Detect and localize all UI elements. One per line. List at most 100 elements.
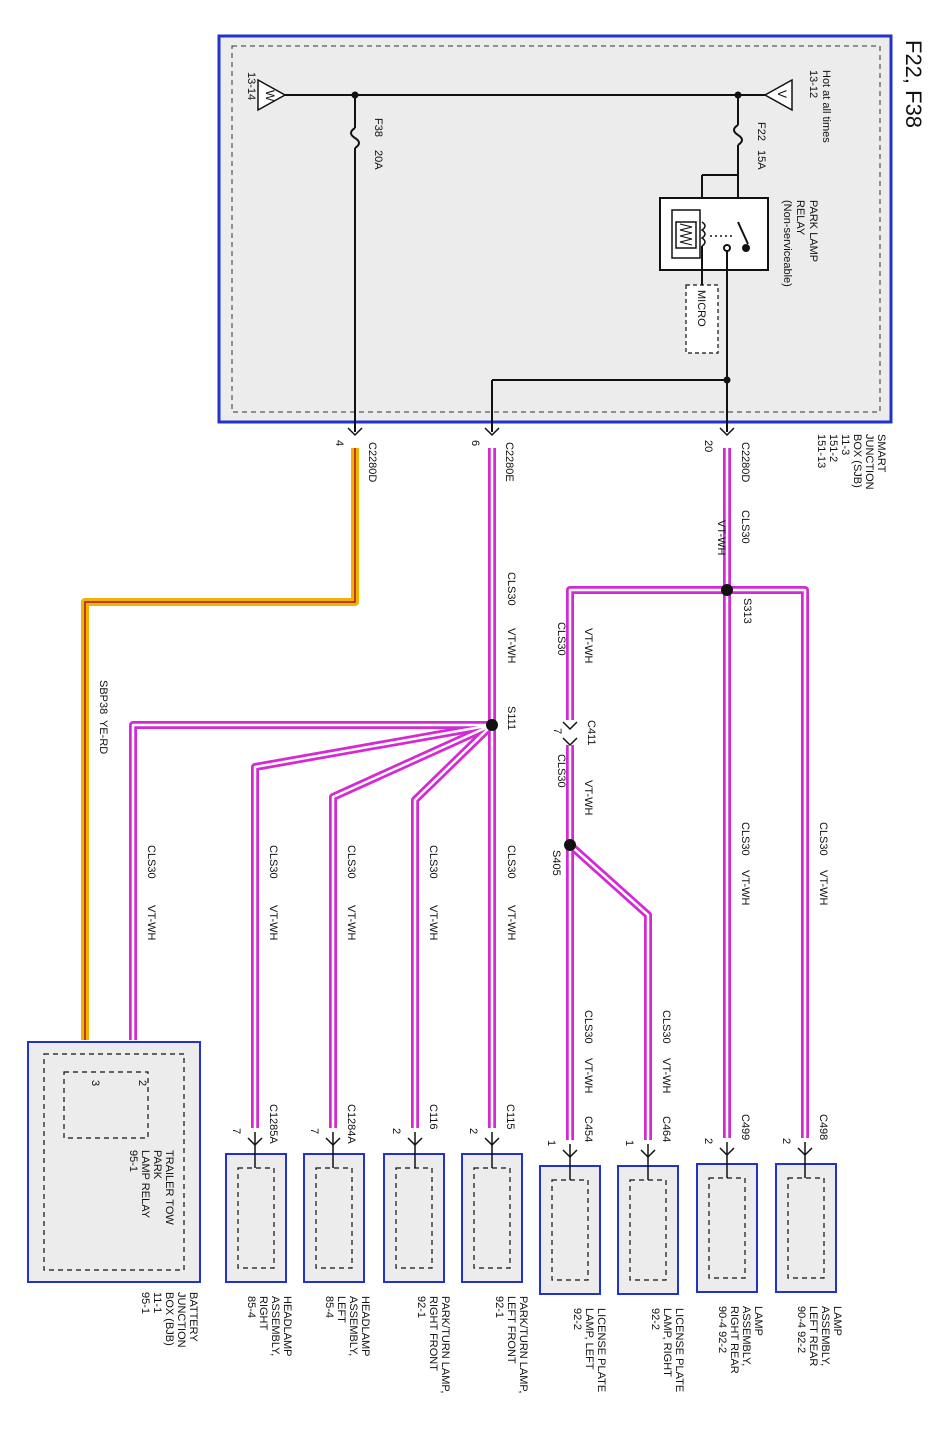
connector-label-c464: C464 (660, 1116, 672, 1142)
wl-c1284a-cls30: CLS30 (345, 845, 357, 879)
c411-arrow-1 (562, 721, 578, 731)
component-label-c1284a-2: ASSEMBLY, (347, 1296, 359, 1356)
connector-pin-c498: 2 (780, 1138, 792, 1144)
sjb-label-line-1: SMART (875, 434, 887, 473)
relay-coil-frame (671, 209, 701, 259)
wl-yerd: YE-RD (97, 720, 109, 754)
wl-c115-vtwh: VT-WH (505, 905, 517, 940)
component-arrow-c499 (719, 1147, 735, 1157)
bjb-label-5: 95-1 (139, 1292, 151, 1314)
wire-s111-to-c116 (411, 722, 495, 1128)
diagram-title: F22, F38 (901, 40, 926, 128)
component-box-c454 (539, 1165, 601, 1295)
wl-c499-vtwh: VT-WH (739, 870, 751, 905)
component-label-c498-1: LAMP (831, 1306, 843, 1336)
sjb-inner-dashed (231, 45, 881, 413)
component-label-c499-1: LAMP (752, 1306, 764, 1336)
wl-bjb-vtwh: VT-WH (145, 905, 157, 940)
wl-c454-cls30: CLS30 (582, 1010, 594, 1044)
relay-switch-arm (737, 221, 749, 245)
relay-label-3: (Non-serviceable) (781, 200, 793, 287)
c411-pin: 7 (551, 728, 563, 734)
bjb-pin-2: 2 (136, 1080, 148, 1086)
f38-amp: 20A (372, 150, 384, 170)
relay-label-1: PARK LAMP (807, 200, 819, 262)
component-arrow-c454 (562, 1149, 578, 1159)
c2280d-right-arrow (719, 427, 735, 437)
connector-pin-c499: 2 (702, 1138, 714, 1144)
w-label: 13-14 (245, 72, 257, 100)
c2280d-left-label: C2280D (366, 442, 378, 482)
connector-pin-c115: 2 (467, 1128, 479, 1134)
component-label-c116-1: PARK/TURN LAMP, (439, 1296, 451, 1393)
component-box-c1285a (225, 1153, 287, 1283)
s405-label: S405 (550, 850, 562, 876)
component-arrow-c498 (797, 1147, 813, 1157)
component-label-c498-4: 90-4 92-2 (795, 1306, 807, 1353)
wl-c464-cls30: CLS30 (660, 1010, 672, 1044)
sjb-label-line-5: 151-2 (827, 434, 839, 462)
connector-pin-c1284a: 7 (308, 1128, 320, 1134)
component-box-c499 (696, 1163, 758, 1293)
bjb-inner-label-4: 95-1 (127, 1150, 139, 1172)
bus-node-f22 (734, 91, 742, 99)
wl-c2280d-cls30: CLS30 (739, 510, 751, 544)
component-label-c454-2: LAMP, LEFT (583, 1308, 595, 1370)
wl-c116-vtwh: VT-WH (427, 905, 439, 940)
component-label-c115-2: LEFT FRONT (505, 1296, 517, 1364)
bjb-relay-dashed (63, 1071, 149, 1139)
bjb-label-4: 11-1 (151, 1292, 163, 1313)
wl-c454-vtwh: VT-WH (582, 1058, 594, 1093)
connector-label-c498: C498 (817, 1114, 829, 1140)
relay-contact (742, 244, 750, 252)
wl-s405-cls30: CLS30 (555, 754, 567, 788)
f22-amp: 15A (755, 150, 767, 170)
sjb-internal-circuit (257, 78, 793, 432)
connector-label-c499: C499 (739, 1114, 751, 1140)
wl-c464-vtwh: VT-WH (660, 1058, 672, 1093)
c2280e-arrow (484, 427, 500, 437)
wl-c115-cls30: CLS30 (505, 845, 517, 879)
splice-s111 (486, 719, 498, 731)
wire-s313-to-c498 (727, 586, 809, 1138)
sjb-box-label: SMART JUNCTION BOX (SJB) 11-3 151-2 151-… (815, 434, 887, 490)
stripe-s111-to-c1284a (331, 723, 493, 1128)
relay-inductor (700, 221, 706, 247)
wl-c411-cls30: CLS30 (555, 622, 567, 656)
s313-label: S313 (741, 598, 753, 624)
splice-labels: S313 S111 S405 C411 7 (505, 598, 753, 876)
stripe-s111-to-c1285a (253, 723, 493, 1128)
stripe-s405-to-c464 (569, 844, 650, 1140)
component-label-c1285a-3: RIGHT (257, 1296, 269, 1331)
connector-label-c115: C115 (504, 1104, 516, 1129)
component-arrow-c1284a (325, 1137, 341, 1147)
sjb-connector-arrows (347, 427, 735, 437)
relay-label-2: RELAY (794, 200, 806, 236)
bjb-inner-label-2: PARK (151, 1150, 163, 1180)
bjb-label-2: JUNCTION (175, 1292, 187, 1348)
stripe-s111-to-c116 (413, 724, 493, 1128)
relay-contact-2 (723, 244, 731, 252)
stripe-s313-to-c498 (727, 588, 807, 1138)
bus-node-f38 (351, 91, 359, 99)
connector-pin-c464: 1 (623, 1140, 635, 1146)
stripe-c2280d-to-bjb (84, 448, 356, 1040)
s111-label: S111 (505, 706, 517, 730)
c2280d-pin-4: 4 (333, 440, 345, 446)
stripe-s111-to-bjb (131, 723, 492, 1040)
component-label-c498-2: ASSEMBLY, (819, 1306, 831, 1366)
bjb-label-1: BATTERY (187, 1292, 199, 1342)
connector-label-c1285a: C1285A (267, 1104, 279, 1144)
wl-c1285a-vtwh: VT-WH (267, 905, 279, 940)
wl-s405-vtwh: VT-WH (582, 780, 594, 815)
battery-junction-box: 3 2 TRAILER TOW PARK LAMP RELAY 95-1 BAT… (27, 1041, 201, 1348)
component-label-c116-3: 92-1 (415, 1296, 427, 1318)
